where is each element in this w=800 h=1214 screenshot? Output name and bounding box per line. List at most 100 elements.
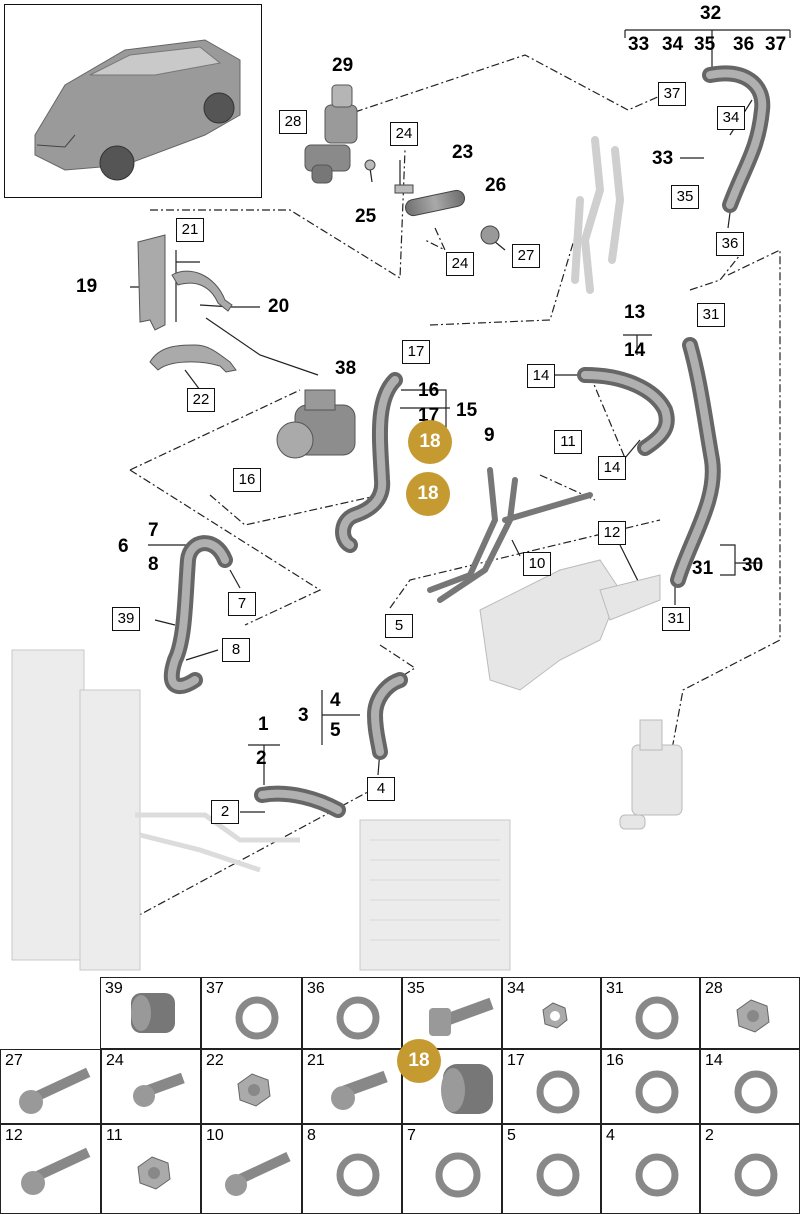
nut-icon	[736, 999, 770, 1033]
cell-label: 28	[705, 980, 723, 997]
callout-7: 7	[228, 592, 256, 616]
num-14: 14	[624, 340, 646, 361]
cell-label: 21	[307, 1052, 325, 1069]
num-7: 7	[148, 520, 159, 541]
cell-label: 11	[106, 1127, 123, 1144]
clamp-icon	[435, 1152, 481, 1198]
num-38: 38	[335, 358, 357, 379]
num-13: 13	[624, 302, 646, 323]
num-33: 33	[628, 34, 650, 55]
cell-label: 16	[606, 1052, 624, 1069]
cell-39: 39	[100, 977, 201, 1049]
clamp-icon	[536, 1070, 580, 1114]
callout-14-a: 14	[527, 364, 555, 388]
callout-24-top: 24	[390, 122, 418, 146]
cell-2: 2	[700, 1124, 800, 1214]
cell-4: 4	[601, 1124, 700, 1214]
diagram-drawing	[11, 29, 791, 971]
cell-11: 11	[101, 1124, 201, 1214]
cell-label: 37	[206, 980, 224, 997]
clamp-icon	[336, 1153, 380, 1197]
num-31: 31	[692, 558, 714, 579]
sleeve-icon	[441, 1064, 493, 1114]
cell-label: 7	[407, 1127, 416, 1144]
cell-label: 34	[507, 980, 525, 997]
num-2: 2	[256, 748, 267, 769]
cell-label: 5	[507, 1127, 516, 1144]
cell-label: 10	[206, 1127, 224, 1144]
callout-8: 8	[222, 638, 250, 662]
num-8: 8	[148, 554, 159, 575]
cell-label: 17	[507, 1052, 525, 1069]
bracket-19	[137, 234, 237, 373]
bolt-icon	[225, 1152, 291, 1196]
callout-31-bottom: 31	[662, 607, 690, 631]
num-20: 20	[268, 296, 290, 317]
cell-31: 31	[601, 977, 700, 1049]
cell-label: 35	[407, 980, 425, 997]
cell-21: 21	[302, 1049, 402, 1124]
bolt-icon	[21, 1147, 91, 1195]
num-34: 34	[662, 34, 684, 55]
num-3: 3	[298, 705, 309, 726]
cell-36: 36	[302, 977, 402, 1049]
num-6: 6	[118, 536, 129, 557]
bolt-icon	[429, 997, 494, 1036]
cell-label: 27	[5, 1052, 23, 1069]
num-37: 37	[765, 34, 787, 55]
num-4: 4	[330, 690, 341, 711]
num-23: 23	[452, 142, 474, 163]
clamp-icon	[635, 1070, 679, 1114]
cell-27: 27	[0, 1049, 101, 1124]
callout-28: 28	[279, 110, 307, 134]
clamp-icon	[536, 1153, 580, 1197]
cell-16: 16	[601, 1049, 700, 1124]
car-thumbnail-icon	[34, 39, 241, 181]
cell-37: 37	[201, 977, 302, 1049]
callout-16: 16	[233, 468, 261, 492]
cell-label: 22	[206, 1052, 224, 1069]
callout-21: 21	[176, 218, 204, 242]
cell-24: 24	[101, 1049, 201, 1124]
callout-37: 37	[658, 82, 686, 106]
cell-label: 4	[606, 1127, 615, 1144]
clamp-icon	[235, 996, 279, 1040]
vehicle-thumbnail	[4, 4, 262, 198]
badge-18-a: 18	[408, 420, 452, 464]
num-33-b: 33	[652, 148, 674, 169]
cell-label: 31	[606, 980, 624, 997]
callout-22: 22	[187, 388, 215, 412]
cell-label: 12	[5, 1127, 23, 1144]
cell-14: 14	[700, 1049, 800, 1124]
clamp-icon	[734, 1070, 778, 1114]
bolt-icon	[331, 1070, 388, 1110]
num-9: 9	[484, 425, 495, 446]
num-16: 16	[418, 380, 440, 401]
callout-27: 27	[512, 244, 540, 268]
pump-38	[276, 389, 356, 459]
cell-7: 7	[402, 1124, 502, 1214]
cell-28: 28	[700, 977, 800, 1049]
callout-36: 36	[716, 232, 744, 256]
cell-22: 22	[201, 1049, 302, 1124]
callout-35: 35	[671, 185, 699, 209]
clamp-icon	[635, 996, 679, 1040]
num-32: 32	[700, 3, 722, 24]
cell-8: 8	[302, 1124, 402, 1214]
num-30: 30	[742, 555, 764, 576]
num-36: 36	[733, 34, 755, 55]
cell-label: 24	[106, 1052, 124, 1069]
cell-label: 2	[705, 1127, 714, 1144]
cell-34: 34	[502, 977, 601, 1049]
num-26: 26	[485, 175, 507, 196]
cell-label: 36	[307, 980, 325, 997]
badge-18-table: 18	[397, 1039, 441, 1083]
sleeve-icon	[131, 993, 175, 1033]
cell-label: 8	[307, 1127, 316, 1144]
callout-17: 17	[402, 340, 430, 364]
num-29: 29	[332, 55, 354, 76]
callout-5: 5	[385, 614, 413, 638]
callout-2: 2	[211, 800, 239, 824]
callout-24-bottom: 24	[446, 252, 474, 276]
parts-table: 39 37 36 35 34 31 28 27 24 22 21	[0, 977, 800, 1214]
